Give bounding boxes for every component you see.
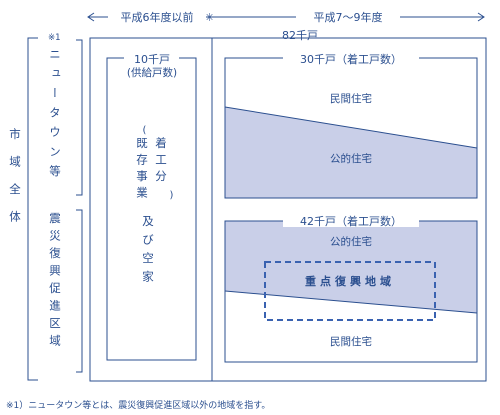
- period-left-label: 平成6年度以前: [121, 10, 194, 24]
- left-box-subtitle: (供給戸数): [127, 66, 177, 79]
- left-box-title: 10千戸: [134, 53, 170, 66]
- left-paren-close: ): [166, 190, 177, 201]
- upper-divider: [224, 106, 478, 149]
- upper-public-label: 公的住宅: [330, 152, 372, 165]
- footnote: ※1）ニュータウン等とは、震災復興促進区域以外の地域を指す。: [6, 401, 271, 411]
- total-label: 82千戸: [282, 29, 318, 42]
- lower-divider: [224, 290, 478, 314]
- main-frame: [89, 37, 487, 382]
- upper-title-bg: [283, 52, 419, 65]
- newtown-bracket: [76, 39, 83, 196]
- lower-private-label: 民間住宅: [330, 335, 372, 348]
- left-col-left: 既存事業: [135, 137, 149, 203]
- left-box: [106, 57, 197, 361]
- newtown-mark: ※1: [48, 33, 61, 43]
- period-right-label: 平成7〜9年度: [314, 10, 383, 24]
- lower-public-area: [225, 221, 477, 313]
- upper-private-label: 民間住宅: [330, 92, 372, 105]
- upper-public-area: [225, 107, 477, 198]
- period-left-bg: [108, 10, 206, 24]
- upper-box-title: 30千戸（着工戸数）: [300, 52, 402, 66]
- lower-public-label: 公的住宅: [330, 235, 372, 248]
- lower-title-bg: [283, 214, 419, 227]
- city-bracket: [27, 37, 38, 381]
- svg-text:✳: ✳: [205, 11, 214, 24]
- left-col-right: 着工分: [154, 137, 168, 187]
- left-box-title-bg: [124, 52, 179, 64]
- disaster-bracket: [76, 209, 83, 373]
- left-line2: 及び空家: [141, 215, 155, 289]
- period-right-bg: [296, 10, 400, 24]
- disaster-label: 震災復興促進区域: [48, 212, 62, 352]
- focus-region-label: 重点復興地域: [305, 274, 395, 288]
- city-label: 市域全体: [8, 128, 22, 238]
- focus-region-box: [264, 261, 436, 321]
- left-paren-open: (: [139, 125, 150, 136]
- lower-box-title: 42千戸（着工戸数）: [300, 214, 402, 228]
- newtown-label: ニュータウン等: [48, 48, 62, 185]
